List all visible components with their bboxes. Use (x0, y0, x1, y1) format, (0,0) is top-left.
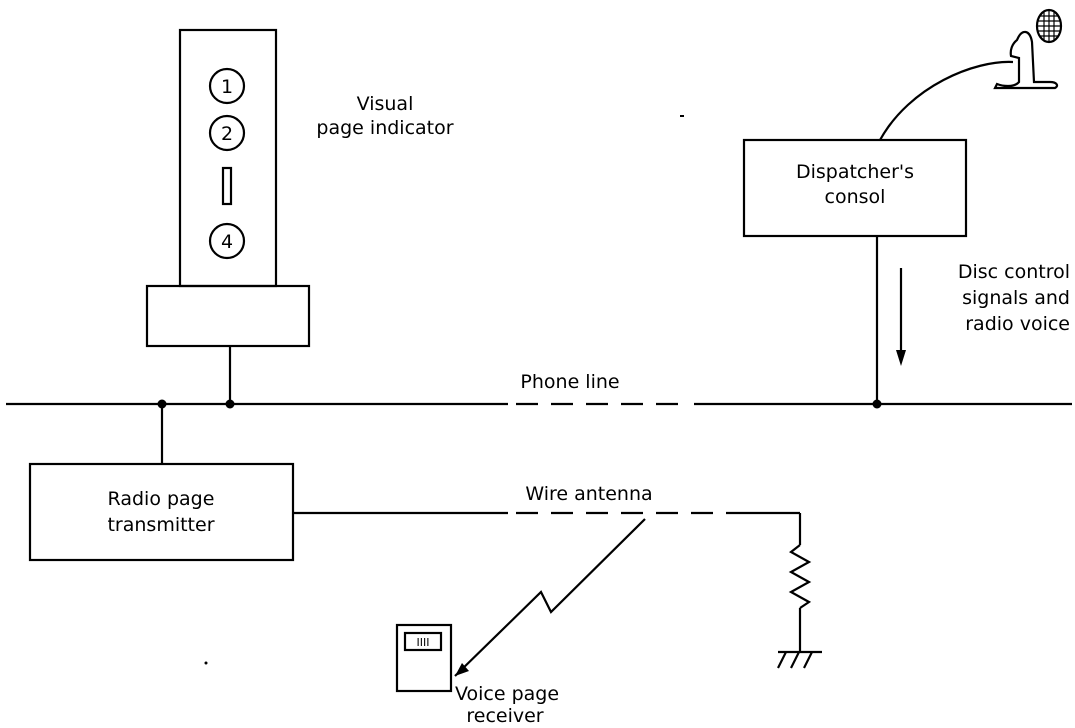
stray-dot (204, 661, 208, 665)
indicator-lamp-1 (208, 67, 246, 105)
radio-page-transmitter-box (28, 462, 295, 562)
voice-page-receiver-icon: IIII (395, 623, 453, 693)
microphone-icon (879, 8, 1063, 141)
indicator-base-box (145, 284, 311, 348)
indicator-lamp-2-label: 2 (221, 123, 233, 145)
receiver-display-marks: IIII (417, 636, 430, 649)
transmitter-label-line2: transmitter (107, 514, 214, 536)
radio-signal-arrow (454, 518, 646, 677)
junction-dot (225, 399, 235, 409)
signal-label-line3: radio voice (965, 313, 1070, 335)
junction-dot (872, 399, 882, 409)
indicator-lamp-3-slot (221, 166, 233, 206)
phone-line-label: Phone line (520, 371, 619, 393)
terminating-resistor (788, 544, 812, 652)
signal-label-line1: Disc control (958, 261, 1070, 283)
indicator-lamp-2 (208, 114, 246, 152)
phone-line (6, 399, 1072, 409)
visual-page-indicator: 1 2 4 (145, 28, 311, 404)
transmitter-label-line1: Radio page (108, 488, 215, 510)
wire-antenna (293, 511, 802, 545)
signal-direction-arrow (896, 268, 906, 366)
indicator-lamp-4-label: 4 (221, 231, 233, 253)
dispatcher-console-label-line1: Dispatcher's (796, 161, 914, 183)
receiver-label-line1: Voice page (455, 683, 559, 705)
ground-symbol (777, 650, 822, 669)
indicator-lamp-4 (208, 222, 246, 260)
dispatcher-console-label-line2: consol (825, 186, 886, 208)
signal-label-line2: signals and (962, 287, 1070, 309)
indicator-lamp-1-label: 1 (221, 76, 233, 98)
visual-indicator-label-line1: Visual (357, 93, 414, 115)
dispatcher-console-box (742, 138, 968, 238)
wire-antenna-label: Wire antenna (525, 483, 652, 505)
receiver-label-line2: receiver (466, 705, 543, 727)
visual-indicator-label-line2: page indicator (316, 117, 453, 139)
